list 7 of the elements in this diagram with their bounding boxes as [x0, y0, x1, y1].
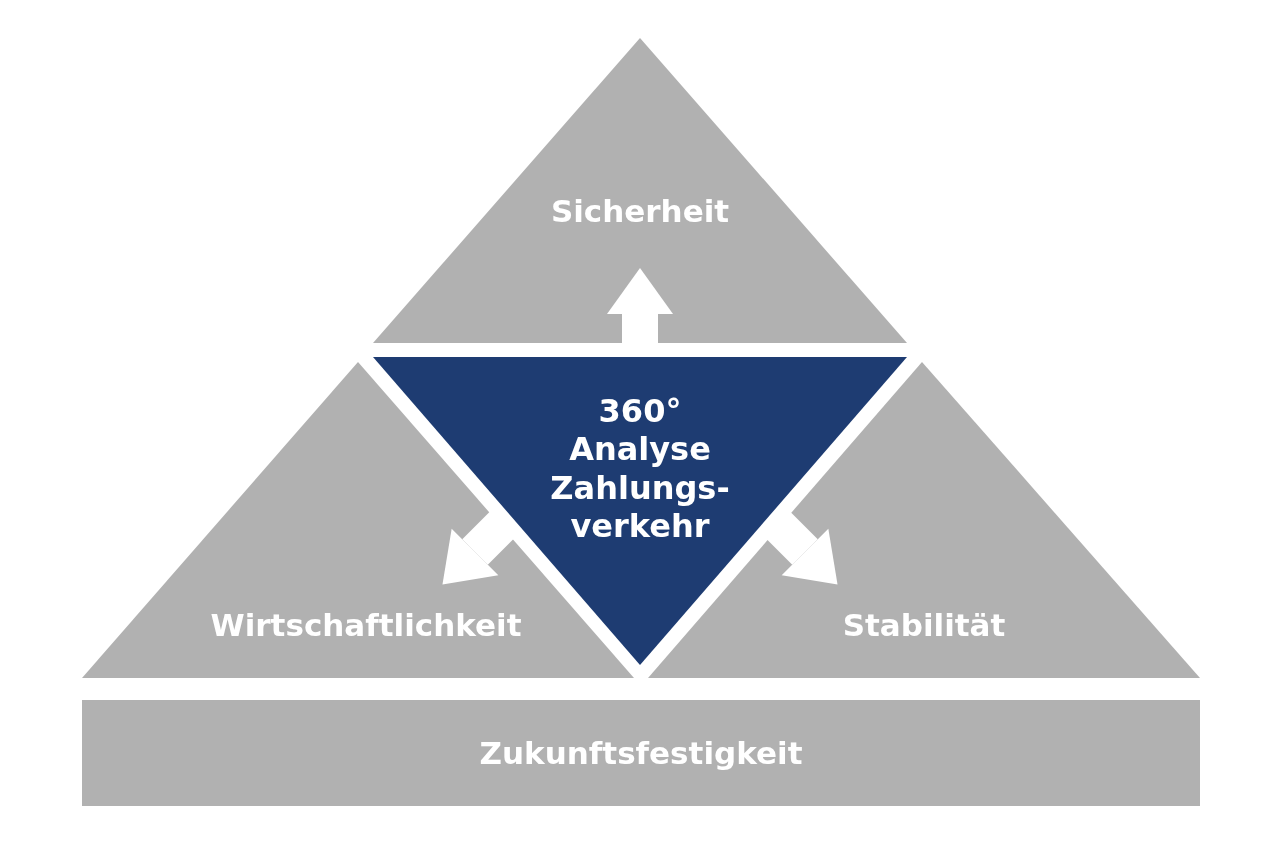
pillar-label: Stabilität [842, 607, 1006, 645]
pillar-label: Zukunftsfestigkeit [479, 735, 803, 773]
foundation-bar [82, 700, 1200, 806]
pillar-label: Wirtschaftlichkeit [210, 607, 522, 645]
triangle-panel [373, 38, 907, 343]
pillar-label: Sicherheit [550, 193, 730, 231]
center-title: 360° Analyse Zahlungs-verkehr [549, 392, 731, 546]
